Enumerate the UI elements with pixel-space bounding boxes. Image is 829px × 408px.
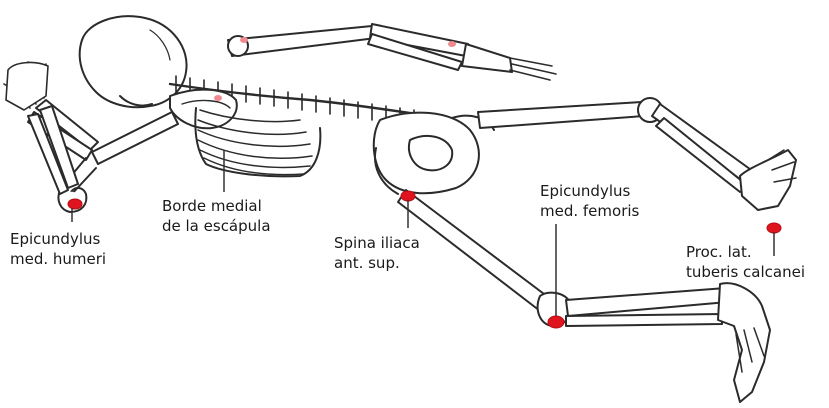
marker-scapula xyxy=(214,95,222,101)
label-asis-line1: Spina iliaca xyxy=(334,233,420,253)
label-calcaneus-line1: Proc. lat. xyxy=(686,242,805,262)
marker-asis xyxy=(401,191,415,201)
label-epicondyle-femur: Epicundylus med. femoris xyxy=(540,181,639,221)
marker-humerus xyxy=(68,199,82,209)
label-epicondyle-humerus: Epicundylus med. humeri xyxy=(10,229,106,269)
label-scapula-border-line1: Borde medial xyxy=(162,196,271,216)
label-scapula-border: Borde medial de la escápula xyxy=(162,196,271,236)
marker-femur xyxy=(548,316,564,328)
label-epicondyle-femur-line2: med. femoris xyxy=(540,201,639,221)
marker-calcaneus xyxy=(767,223,781,233)
pelvis xyxy=(374,113,494,194)
marker-wrist xyxy=(448,41,456,47)
label-epicondyle-humerus-line1: Epicundylus xyxy=(10,229,106,249)
raised-arm xyxy=(228,24,556,80)
label-scapula-border-line2: de la escápula xyxy=(162,216,271,236)
lower-leg xyxy=(398,190,770,402)
marker-shoulder xyxy=(240,37,248,43)
label-asis-line2: ant. sup. xyxy=(334,253,420,273)
label-epicondyle-femur-line1: Epicundylus xyxy=(540,181,639,201)
label-asis: Spina iliaca ant. sup. xyxy=(334,233,420,273)
label-calcaneus-line2: tuberis calcanei xyxy=(686,262,805,282)
label-calcaneus: Proc. lat. tuberis calcanei xyxy=(686,242,805,282)
label-epicondyle-humerus-line2: med. humeri xyxy=(10,249,106,269)
skull xyxy=(80,16,187,107)
